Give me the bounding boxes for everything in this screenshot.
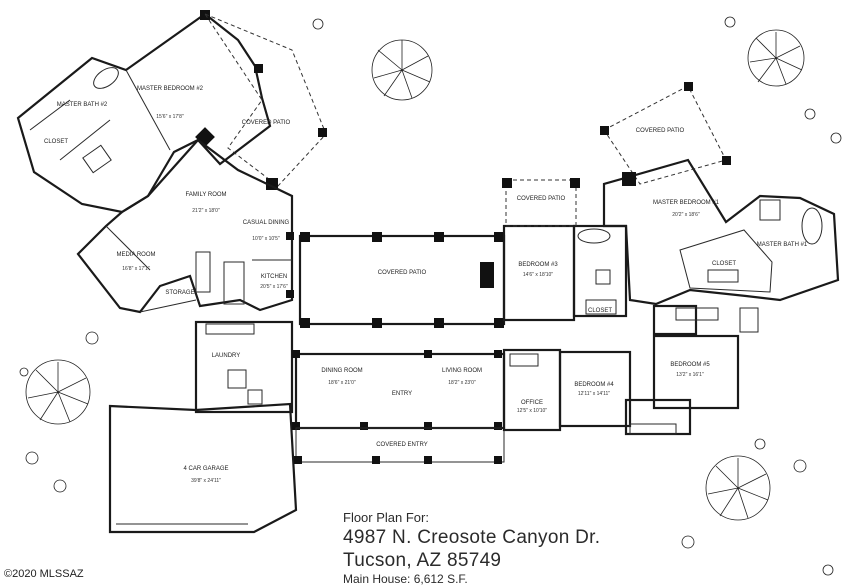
label-covered-patio-ne: COVERED PATIO: [636, 128, 685, 134]
label-laundry: LAUNDRY: [212, 353, 241, 359]
dim-living-room: 18'2" x 23'0": [448, 380, 476, 386]
caption-address-line1: 4987 N. Creosote Canyon Dr.: [343, 527, 601, 548]
label-master-bedroom-2: MASTER BEDROOM #2: [137, 86, 204, 92]
label-covered-patio-small: COVERED PATIO: [517, 196, 566, 202]
label-bedroom-3: BEDROOM #3: [518, 262, 558, 268]
dim-casual-dining: 10'0" x 10'5": [252, 236, 280, 242]
nw-covered-patio: [203, 12, 327, 190]
label-closet-3: CLOSET: [588, 308, 612, 314]
dim-media-room: 16'8" x 17'1": [122, 266, 150, 272]
west-living-block: [76, 138, 294, 314]
label-closet-2: CLOSET: [44, 139, 68, 145]
label-media-room: MEDIA ROOM: [116, 252, 155, 258]
label-covered-patio-center: COVERED PATIO: [378, 270, 427, 276]
label-casual-dining: CASUAL DINING: [243, 220, 290, 226]
label-covered-patio-nw: COVERED PATIO: [242, 120, 291, 126]
dim-dining-room: 18'6" x 21'0": [328, 380, 356, 386]
small-shrubs: [19, 16, 842, 576]
caption-intro: Floor Plan For:: [343, 510, 429, 525]
floor-plan-caption: Floor Plan For: 4987 N. Creosote Canyon …: [343, 510, 600, 586]
landscape-trees: [19, 16, 842, 576]
tree-northeast: [747, 29, 805, 87]
label-garage: 4 CAR GARAGE: [183, 466, 228, 472]
nw-wing: [16, 10, 272, 214]
copyright-notice: ©2020 MLSSAZ: [4, 568, 84, 580]
caption-area: Main House: 6,612 S.F.: [343, 572, 468, 586]
center-covered-patio: [298, 232, 506, 328]
label-office: OFFICE: [521, 400, 543, 406]
dim-kitchen: 20'5" x 17'6": [260, 284, 288, 290]
bedroom-3-block: [502, 178, 628, 322]
label-family-room: FAMILY ROOM: [185, 192, 226, 198]
label-covered-entry: COVERED ENTRY: [376, 442, 428, 448]
label-bedroom-5: BEDROOM #5: [670, 362, 710, 368]
dim-garage: 39'8" x 24'11": [191, 478, 221, 484]
laundry-garage: [108, 320, 298, 534]
ne-wing: [600, 82, 840, 306]
caption-address-line2: Tucson, AZ 85749: [343, 550, 502, 571]
label-dining-room: DINING ROOM: [321, 368, 362, 374]
label-storage: STORAGE: [165, 290, 194, 296]
room-labels: MASTER BATH #2 CLOSET MASTER BEDROOM #2 …: [44, 86, 808, 484]
dim-bedroom-4: 12'11" x 14'11": [578, 391, 610, 397]
dim-bedroom-3: 14'6" x 18'10": [523, 272, 553, 278]
tree-southeast: [705, 455, 771, 521]
dim-master-bedroom-1: 20'2" x 18'6": [672, 212, 700, 218]
tree-north: [371, 39, 433, 101]
entry-block: [292, 350, 506, 464]
label-entry: ENTRY: [392, 391, 412, 397]
dim-master-bedroom-2: 15'6" x 17'8": [156, 114, 184, 120]
tree-west: [25, 359, 91, 425]
dim-bedroom-5: 13'2" x 16'1": [676, 372, 704, 378]
dim-office: 12'5" x 10'10": [517, 408, 547, 414]
label-bedroom-4: BEDROOM #4: [574, 382, 614, 388]
label-living-room: LIVING ROOM: [442, 368, 482, 374]
label-master-bedroom-1: MASTER BEDROOM #1: [653, 200, 720, 206]
dim-family-room: 21'2" x 18'0": [192, 208, 220, 214]
east-bedrooms: [502, 304, 759, 436]
label-closet-1: CLOSET: [712, 261, 736, 267]
label-kitchen: KITCHEN: [261, 274, 287, 280]
label-master-bath-2: MASTER BATH #2: [57, 102, 108, 108]
label-master-bath-1: MASTER BATH #1: [757, 242, 808, 248]
